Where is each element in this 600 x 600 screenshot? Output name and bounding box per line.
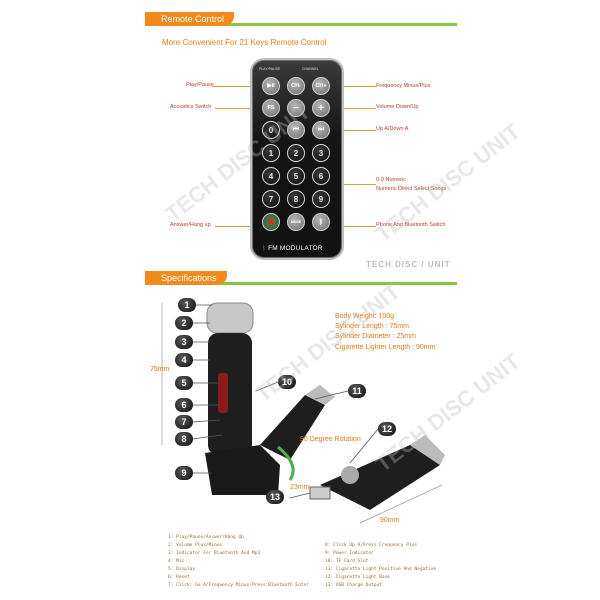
fm-modulator-label: FM MODULATOR (268, 245, 323, 252)
legend-item: 1: Play/Pause/Answer/Hang Up (168, 535, 244, 540)
remote-subtitle: More Convenient For 21 Keys Remote Contr… (162, 38, 327, 47)
legend-item: 4: Mic (168, 559, 185, 564)
legend-item: 12: Cigarette Light Base (325, 575, 391, 580)
volume-down-key[interactable]: − (287, 99, 305, 117)
callout-13: 13 (266, 490, 284, 504)
fs-key[interactable]: FS (262, 99, 280, 117)
key-7[interactable]: 7 (262, 190, 280, 208)
leader-line (332, 86, 376, 87)
header-rule (145, 23, 457, 26)
callout-3: 3 (175, 335, 193, 349)
brand-tech: TECH (366, 260, 392, 269)
spec-lighter-length: Cigarette Lighter Length : 90mm (335, 344, 436, 351)
product-illustration (161, 302, 445, 524)
remote-footer: ᛒ FM MODULATOR (262, 245, 323, 252)
legend-item: 9: Power Indicator (325, 551, 374, 556)
key-2[interactable]: 2 (287, 144, 305, 162)
key-3[interactable]: 3 (312, 144, 330, 162)
specs-section-header: Specifications (145, 271, 457, 285)
annotation-acoustics: Acoustics Switch (170, 104, 212, 110)
play-pause-key[interactable]: ▶II (262, 77, 280, 95)
answer-key[interactable] (262, 213, 280, 231)
key-6[interactable]: 6 (312, 167, 330, 185)
leader-line (332, 130, 376, 131)
key-5[interactable]: 5 (287, 167, 305, 185)
annotation-play-pause: Play/Pause (186, 82, 214, 88)
annotation-up-down: Up A/Down A (376, 126, 409, 132)
annotation-numeric: 0-9 Numeric (376, 177, 406, 183)
callout-6: 6 (175, 398, 193, 412)
key-8[interactable]: 8 (287, 190, 305, 208)
callout-12: 12 (378, 422, 396, 436)
legend-item: 6: Reset (168, 575, 190, 580)
leader-line (332, 108, 376, 109)
legend-item: 8: Click Up A/Press:Frequency Plus (325, 543, 418, 548)
remote-label-play: PLAY/PAUSE (259, 67, 281, 71)
specs-header-tab: Specifications (145, 271, 227, 285)
key-4[interactable]: 4 (262, 167, 280, 185)
legend-item: 5: Display (168, 567, 196, 572)
annotation-frequency: Frequency Minus/Plus (376, 83, 431, 89)
callout-8: 8 (175, 432, 193, 446)
mode-key[interactable]: MODE (287, 213, 305, 231)
annotation-volume: Volume Down/Up (376, 104, 419, 110)
remote-control: PLAY/PAUSE CHANNEL ▶II CH- CH+ FS − + 0 … (250, 58, 344, 260)
leader-line (332, 184, 376, 185)
legend-item: 7: Click: Go A/Frequency Minus/Press:Blu… (168, 583, 309, 588)
spec-cyl-length: Sylinder Length : 75mm (335, 323, 409, 330)
legend-item: 3: Indicator For Bluetooth And Mp3 (168, 551, 261, 556)
callout-4: 4 (175, 353, 193, 367)
remote-section-header: Remote Control (145, 12, 457, 26)
brand-disc: DISC (395, 260, 419, 269)
legend-item: 13: USB Charge Output (325, 583, 382, 588)
legend-item: 2: Volume Plus/Minus (168, 543, 223, 548)
channel-plus-key[interactable]: CH+ (312, 77, 330, 95)
key-0[interactable]: 0 (262, 121, 280, 139)
prev-key[interactable]: ⏮ (287, 121, 305, 139)
callout-7: 7 (175, 415, 193, 429)
remote-label-channel: CHANNEL (302, 67, 319, 71)
leader-line (332, 226, 376, 227)
callout-5: 5 (175, 376, 193, 390)
annotation-answer: Answer/Hang up (170, 222, 211, 228)
callout-1: 1 (178, 298, 196, 312)
leader-line (215, 108, 258, 109)
brand-logo: TECH DISC / UNIT (366, 260, 451, 269)
dim-height: 75mm (150, 366, 170, 373)
key-9[interactable]: 9 (312, 190, 330, 208)
spec-cyl-diameter: Sylinder Diameter : 25mm (335, 333, 416, 340)
brand-unit: UNIT (427, 260, 451, 269)
callout-9: 9 (175, 466, 193, 480)
volume-up-key[interactable]: + (312, 99, 330, 117)
callout-2: 2 (175, 316, 193, 330)
dim-length: 90mm (380, 517, 400, 524)
watermark: TECH DISC UNIT (370, 118, 525, 247)
phone-bluetooth-key[interactable]: ᛒ (312, 213, 330, 231)
legend-item: 11: Cigarette Light Positive And Negativ… (325, 567, 437, 572)
channel-minus-key[interactable]: CH- (287, 77, 305, 95)
spec-weight: Body Weight: 100g (335, 313, 395, 320)
callout-11: 11 (348, 384, 366, 398)
dim-port: 23mm (290, 484, 310, 491)
dim-rotation: 90 Degree Rotation (300, 436, 361, 443)
legend-item: 10: TF Card Slot (325, 559, 369, 564)
callout-10: 10 (278, 375, 296, 389)
key-1[interactable]: 1 (262, 144, 280, 162)
remote-header-tab: Remote Control (145, 12, 235, 26)
brand-sep: / (421, 260, 425, 269)
leader-line (215, 226, 258, 227)
header-rule (145, 282, 457, 285)
bluetooth-icon: ᛒ (318, 218, 324, 226)
annotation-phone-bt: Phone And Bluetooth Switch (376, 222, 446, 228)
leader-line (212, 86, 258, 87)
annotation-numeric-songs: Numeric Direct Select Songs (376, 186, 447, 192)
next-key[interactable]: ⏭ (312, 121, 330, 139)
bluetooth-icon: ᛒ (262, 245, 267, 252)
